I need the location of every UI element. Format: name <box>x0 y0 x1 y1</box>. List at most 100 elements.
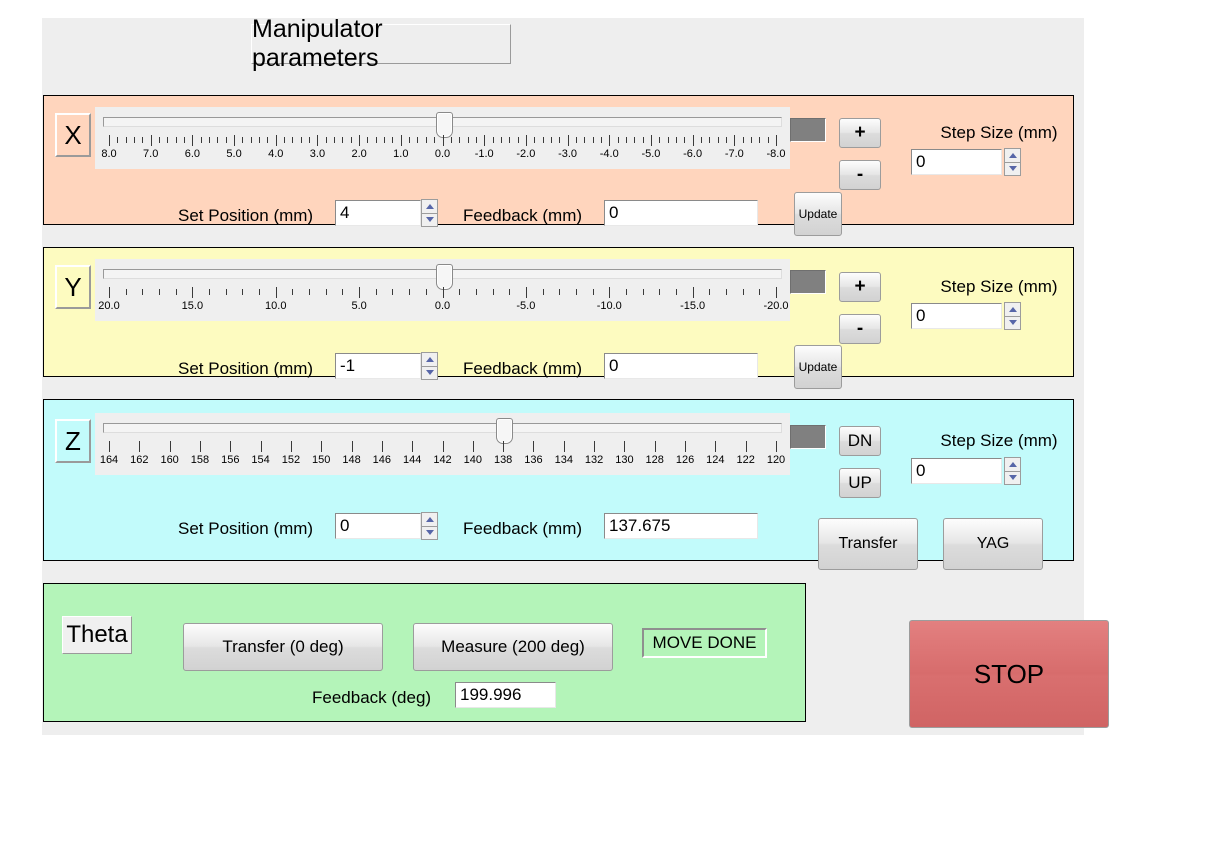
ruler-tick-minor <box>167 137 169 143</box>
y-minus-button[interactable]: - <box>839 314 881 344</box>
ruler-tick-minor <box>250 137 252 143</box>
z-set-position-spin-down[interactable] <box>421 525 438 540</box>
z-set-position-spinner[interactable] <box>421 512 438 540</box>
z-set-position-spin-up[interactable] <box>421 512 438 526</box>
ruler-tick-minor <box>425 289 427 295</box>
ruler-tick-minor <box>142 137 144 143</box>
page-title: Manipulator parameters <box>251 15 511 72</box>
z-yag-button[interactable]: YAG <box>943 518 1043 570</box>
ruler-tick-major <box>317 135 319 146</box>
slider-indicator-z <box>790 425 826 449</box>
y-set-position-input[interactable]: -1 <box>335 353 421 379</box>
slider-thumb-x[interactable] <box>435 112 453 138</box>
y-set-position-spin-down[interactable] <box>421 365 438 380</box>
ruler-tick-major <box>351 441 353 452</box>
ruler-tick-minor <box>117 137 119 143</box>
ruler-tick-label: -7.0 <box>724 148 744 160</box>
ruler-tick-minor <box>717 137 719 143</box>
theta-transfer-button[interactable]: Transfer (0 deg) <box>183 623 383 671</box>
z-transfer-button[interactable]: Transfer <box>818 518 918 570</box>
z-up-button[interactable]: UP <box>839 468 881 498</box>
ruler-tick-major <box>624 441 626 452</box>
ruler-tick-minor <box>742 289 744 295</box>
x-step-size-spinner[interactable] <box>1004 148 1021 176</box>
ruler-tick-minor <box>417 137 419 143</box>
ruler-tick-major <box>609 135 611 146</box>
y-step-size-spin-down[interactable] <box>1004 315 1021 330</box>
z-step-size-input[interactable]: 0 <box>911 458 1002 484</box>
ruler-tick-label: 128 <box>645 454 664 466</box>
x-step-size-spin-up[interactable] <box>1004 148 1021 162</box>
ruler-tick-label: 7.0 <box>143 148 159 160</box>
x-set-position-spinner[interactable] <box>421 199 438 227</box>
ruler-tick-minor <box>642 137 644 143</box>
y-step-size-spin-up[interactable] <box>1004 302 1021 316</box>
ruler-tick-label: 122 <box>736 454 755 466</box>
z-dn-button[interactable]: DN <box>839 426 881 456</box>
ruler-tick-minor <box>725 289 727 295</box>
x-update-button[interactable]: Update <box>794 192 842 236</box>
theta-measure-button[interactable]: Measure (200 deg) <box>413 623 613 671</box>
x-set-position-input[interactable]: 4 <box>335 200 421 226</box>
x-step-size-input[interactable]: 0 <box>911 149 1002 175</box>
ruler-tick-minor <box>142 289 144 295</box>
ruler-tick-minor <box>225 137 227 143</box>
z-step-size-spin-up[interactable] <box>1004 457 1021 471</box>
ruler-tick-major <box>692 287 694 298</box>
ruler-tick-minor <box>642 289 644 295</box>
y-step-size-input[interactable]: 0 <box>911 303 1002 329</box>
ruler-tick-label: 4.0 <box>268 148 284 160</box>
ruler-tick-label: 8.0 <box>101 148 117 160</box>
chevron-up-icon <box>1008 306 1017 312</box>
ruler-tick-label: 156 <box>221 454 240 466</box>
ruler-tick-minor <box>209 137 211 143</box>
ruler-tick-label: 138 <box>493 454 513 466</box>
ruler-tick-label: -1.0 <box>474 148 494 160</box>
x-set-position-spin-up[interactable] <box>421 199 438 213</box>
ruler-tick-minor <box>700 137 702 143</box>
ruler-tick-label: 136 <box>524 454 543 466</box>
ruler-tick-major <box>230 441 232 452</box>
slider-track-z[interactable] <box>103 423 782 433</box>
chevron-down-icon <box>1008 475 1017 481</box>
ruler-tick-minor <box>292 137 294 143</box>
x-minus-button[interactable]: - <box>839 160 881 190</box>
x-plus-button[interactable]: + <box>839 118 881 148</box>
ruler-tick-major <box>275 287 277 298</box>
ruler-tick-label: 10.0 <box>265 300 287 312</box>
ruler-tick-major <box>192 135 194 146</box>
ruler-tick-label: 144 <box>402 454 422 466</box>
ruler-tick-major <box>503 441 505 452</box>
x-step-size-spin-down[interactable] <box>1004 161 1021 176</box>
ruler-tick-minor <box>292 289 294 295</box>
y-set-position-label: Set Position (mm) <box>178 359 314 378</box>
x-set-position-spin-down[interactable] <box>421 212 438 227</box>
ruler-tick-minor <box>459 289 461 295</box>
ruler-tick-major <box>139 441 141 452</box>
ruler-tick-label: 5.0 <box>351 300 367 312</box>
y-set-position-spin-up[interactable] <box>421 352 438 366</box>
ruler-tick-major <box>692 135 694 146</box>
ruler-tick-minor <box>684 137 686 143</box>
z-step-size-spin-down[interactable] <box>1004 470 1021 485</box>
ruler-tick-minor <box>409 137 411 143</box>
y-set-position-spinner[interactable] <box>421 352 438 380</box>
ruler-tick-minor <box>342 137 344 143</box>
ruler-tick-major <box>442 441 444 452</box>
slider-thumb-z[interactable] <box>496 418 514 444</box>
y-update-button[interactable]: Update <box>794 345 842 389</box>
stop-button[interactable]: STOP <box>909 620 1109 728</box>
y-step-size-spinner[interactable] <box>1004 302 1021 330</box>
ruler-tick-label: 160 <box>160 454 179 466</box>
ruler-tick-major <box>192 287 194 298</box>
z-step-size-spinner[interactable] <box>1004 457 1021 485</box>
y-plus-button[interactable]: + <box>839 272 881 302</box>
slider-thumb-y[interactable] <box>435 264 453 290</box>
z-set-position-input[interactable]: 0 <box>335 513 421 539</box>
ruler-tick-minor <box>509 289 511 295</box>
ruler-tick-label: 162 <box>130 454 149 466</box>
